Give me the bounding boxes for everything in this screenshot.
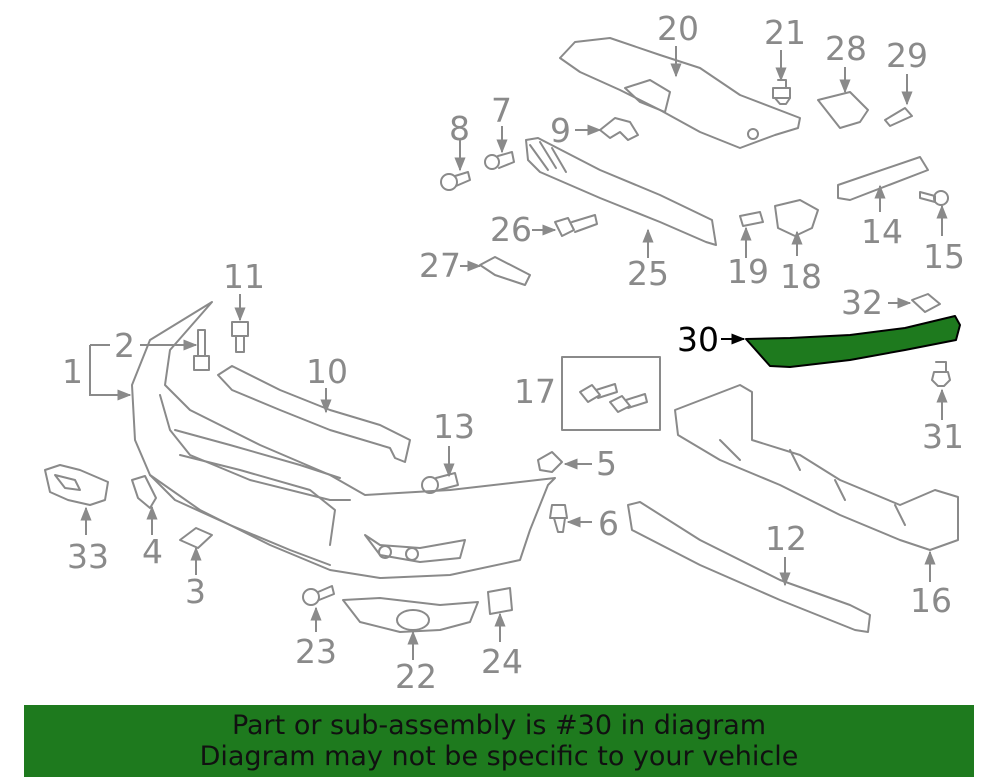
absorber-12-part bbox=[627, 501, 871, 633]
bolt-26-part bbox=[554, 214, 598, 237]
label-10: 10 bbox=[306, 352, 348, 391]
trim-14-part bbox=[837, 156, 929, 201]
clip-7-part bbox=[484, 151, 515, 170]
upper-cover-20-part bbox=[559, 37, 801, 149]
label-9: 9 bbox=[550, 111, 571, 150]
label-8: 8 bbox=[449, 109, 470, 148]
clip-15-part bbox=[919, 190, 949, 206]
grille-25-part bbox=[525, 137, 717, 246]
bumper-cover-part bbox=[131, 301, 556, 579]
label-6: 6 bbox=[598, 504, 619, 543]
label-2: 2 bbox=[114, 326, 135, 365]
leader-lines bbox=[80, 46, 948, 660]
bolt-8-part bbox=[440, 171, 471, 191]
banner-line-1: Part or sub-assembly is #30 in diagram bbox=[231, 710, 767, 741]
info-banner: Part or sub-assembly is #30 in diagram D… bbox=[24, 705, 974, 777]
label-24: 24 bbox=[481, 642, 523, 681]
label-16: 16 bbox=[910, 581, 952, 620]
label-12: 12 bbox=[765, 519, 807, 558]
label-19: 19 bbox=[727, 252, 769, 291]
label-31: 31 bbox=[922, 417, 964, 456]
label-7: 7 bbox=[491, 91, 512, 130]
bracket-28-part bbox=[817, 91, 869, 129]
label-26: 26 bbox=[490, 210, 532, 249]
bolt-6-part bbox=[549, 504, 568, 533]
clip-3-part bbox=[179, 527, 213, 549]
bolt-set-17-part bbox=[561, 356, 661, 431]
label-29: 29 bbox=[886, 36, 928, 75]
bracket-24-part bbox=[487, 587, 513, 615]
banner-line-2: Diagram may not be specific to your vehi… bbox=[199, 741, 799, 772]
label-4: 4 bbox=[142, 532, 163, 571]
label-14: 14 bbox=[861, 212, 903, 251]
label-5: 5 bbox=[596, 444, 617, 483]
sensor-33-part bbox=[44, 464, 109, 506]
label-11: 11 bbox=[223, 257, 265, 296]
label-28: 28 bbox=[825, 29, 867, 68]
highlighted-part-30[interactable] bbox=[745, 315, 961, 368]
bumper-bracket-10-part bbox=[217, 365, 411, 463]
screw-29-part bbox=[884, 107, 913, 127]
label-18: 18 bbox=[780, 257, 822, 296]
bolt-21-part bbox=[772, 79, 791, 105]
label-30: 30 bbox=[677, 320, 719, 359]
label-20: 20 bbox=[657, 9, 699, 48]
label-1: 1 bbox=[62, 352, 83, 391]
label-13: 13 bbox=[433, 407, 475, 446]
label-17: 17 bbox=[514, 372, 556, 411]
bolt-11-part bbox=[231, 321, 249, 353]
label-27: 27 bbox=[419, 246, 461, 285]
part-number-labels: 1 2 3 4 5 6 7 8 9 10 11 12 13 14 15 16 1… bbox=[62, 9, 965, 696]
label-23: 23 bbox=[295, 632, 337, 671]
label-25: 25 bbox=[627, 254, 669, 293]
label-3: 3 bbox=[185, 572, 206, 611]
fog-lamp-grille-22-part bbox=[342, 597, 479, 633]
label-22: 22 bbox=[395, 657, 437, 696]
label-21: 21 bbox=[764, 13, 806, 52]
clip-9-part bbox=[599, 117, 639, 141]
clip-5-part bbox=[537, 451, 563, 473]
label-32: 32 bbox=[841, 283, 883, 322]
reinforcement-16-part bbox=[674, 384, 959, 551]
bracket-18-part bbox=[774, 199, 819, 237]
label-15: 15 bbox=[923, 237, 965, 276]
bolt-2-part bbox=[193, 329, 210, 371]
nut-plate-27-part bbox=[479, 256, 531, 286]
clip-32-part bbox=[911, 293, 941, 313]
parts-diagram: 1 2 3 4 5 6 7 8 9 10 11 12 13 14 15 16 1… bbox=[44, 9, 965, 696]
screw-23-part bbox=[302, 585, 335, 606]
cover-4-part bbox=[131, 475, 157, 509]
clip-31-part bbox=[931, 361, 951, 387]
pin-19-part bbox=[739, 211, 764, 227]
label-33: 33 bbox=[67, 537, 109, 576]
